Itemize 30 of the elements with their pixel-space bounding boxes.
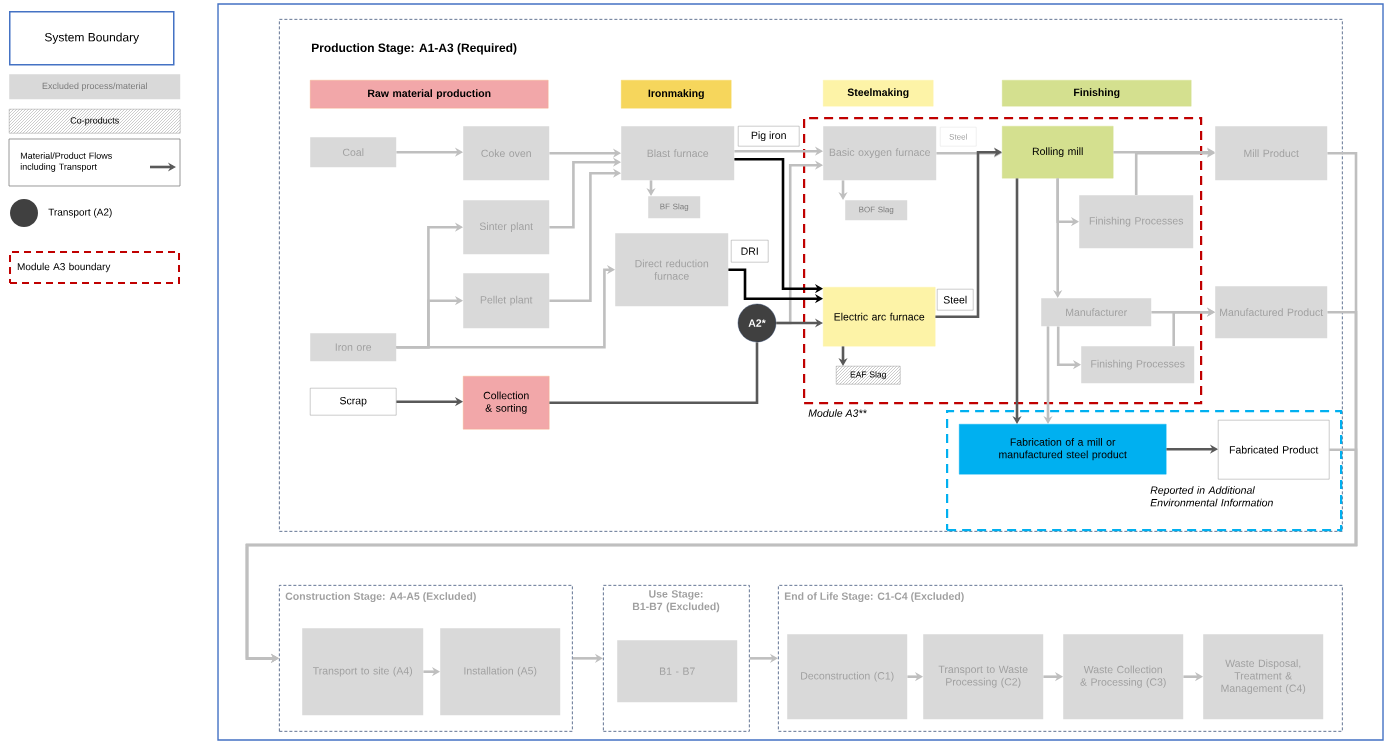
slag-box: BOF Slag (845, 200, 908, 221)
process-box: Collection & sorting (463, 376, 550, 430)
process-box: Electric arc furnace (823, 287, 936, 347)
process-box: Fabrication of a mill or manufactured steel product (959, 424, 1167, 475)
edge-label: Pig iron (738, 126, 800, 147)
flow-line (549, 342, 759, 404)
legend-item: Module A3 boundary (9, 251, 180, 284)
edge-label: Steel (940, 127, 977, 147)
node-label: Module A3** (808, 409, 867, 417)
legend-item: Material/Product Flows including Transport (8, 138, 181, 187)
edge-label: DRI (731, 240, 769, 263)
process-box: Manufacturer (1041, 298, 1152, 327)
process-box: Fabricated Product (1218, 420, 1330, 480)
slag-box: EAF Slag (836, 366, 901, 385)
flow-arrow (396, 265, 615, 349)
edge-label: Steel (937, 289, 974, 311)
flow-arrow (1172, 307, 1215, 346)
slag-box: BF Slag (648, 196, 701, 219)
flow-arrow (1134, 148, 1215, 195)
stage-header: Ironmaking (621, 80, 732, 109)
process-box: Rolling mill (1002, 126, 1114, 179)
flow-arrow (549, 168, 621, 302)
stage-header: Finishing (1002, 80, 1192, 107)
flow-arrow (935, 147, 1002, 318)
legend-item: Transport (A2) (10, 199, 112, 227)
legend-item: System Boundary (9, 11, 175, 66)
process-box: Scrap (310, 388, 397, 416)
flow-arrow (549, 157, 621, 229)
stage-header: Raw material production (310, 80, 549, 109)
stage-header: Steelmaking (823, 80, 934, 107)
